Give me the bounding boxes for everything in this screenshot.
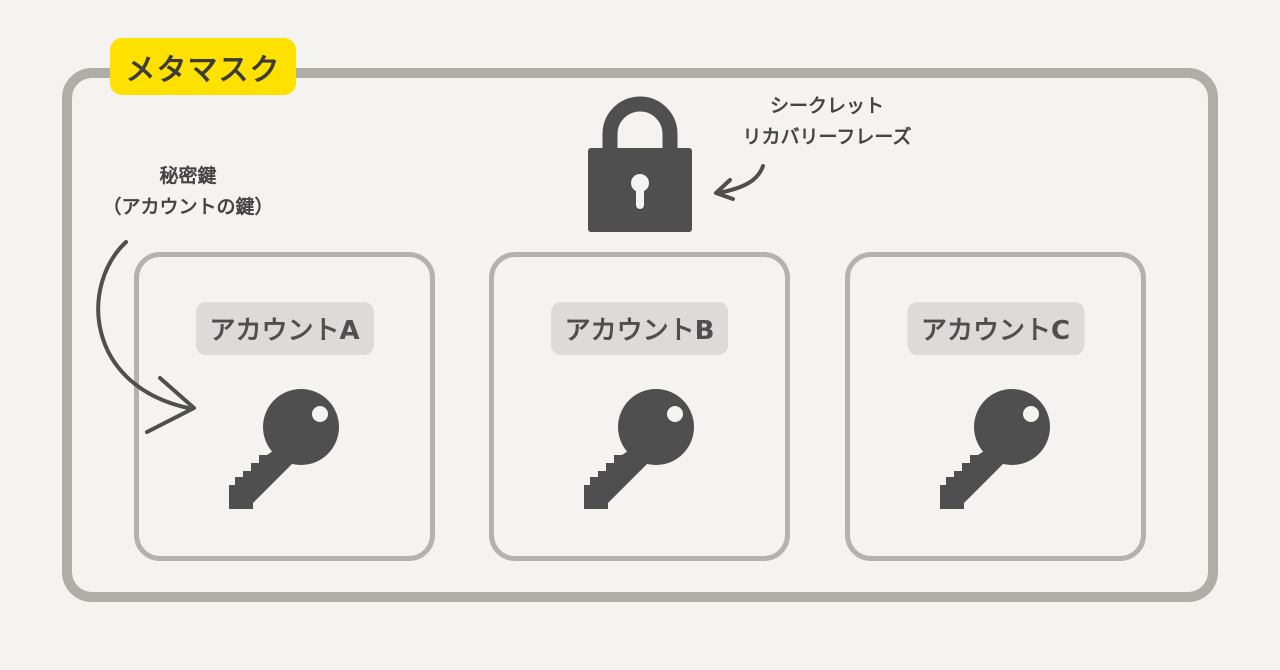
lock-icon xyxy=(588,96,692,232)
recovery-phrase-line-2: リカバリーフレーズ xyxy=(742,126,912,148)
wallet-title: メタマスク xyxy=(110,38,296,95)
private-key-annotation: 秘密鍵 （アカウントの鍵） xyxy=(72,161,304,223)
account-card-b: アカウントB xyxy=(489,252,790,561)
account-card-a: アカウントA xyxy=(134,252,435,561)
key-icon xyxy=(940,389,1050,509)
recovery-phrase-line-1: シークレット xyxy=(769,95,884,117)
recovery-phrase-annotation: シークレット リカバリーフレーズ xyxy=(712,91,942,153)
account-label: アカウントA xyxy=(195,302,374,355)
account-label: アカウントB xyxy=(550,302,729,355)
private-key-line-2: （アカウントの鍵） xyxy=(102,196,274,218)
wallet-frame xyxy=(62,68,1218,602)
key-icon xyxy=(229,389,339,509)
account-card-c: アカウントC xyxy=(845,252,1146,561)
key-icon xyxy=(584,389,694,509)
account-label: アカウントC xyxy=(906,302,1085,355)
private-key-line-1: 秘密鍵 xyxy=(159,165,217,187)
